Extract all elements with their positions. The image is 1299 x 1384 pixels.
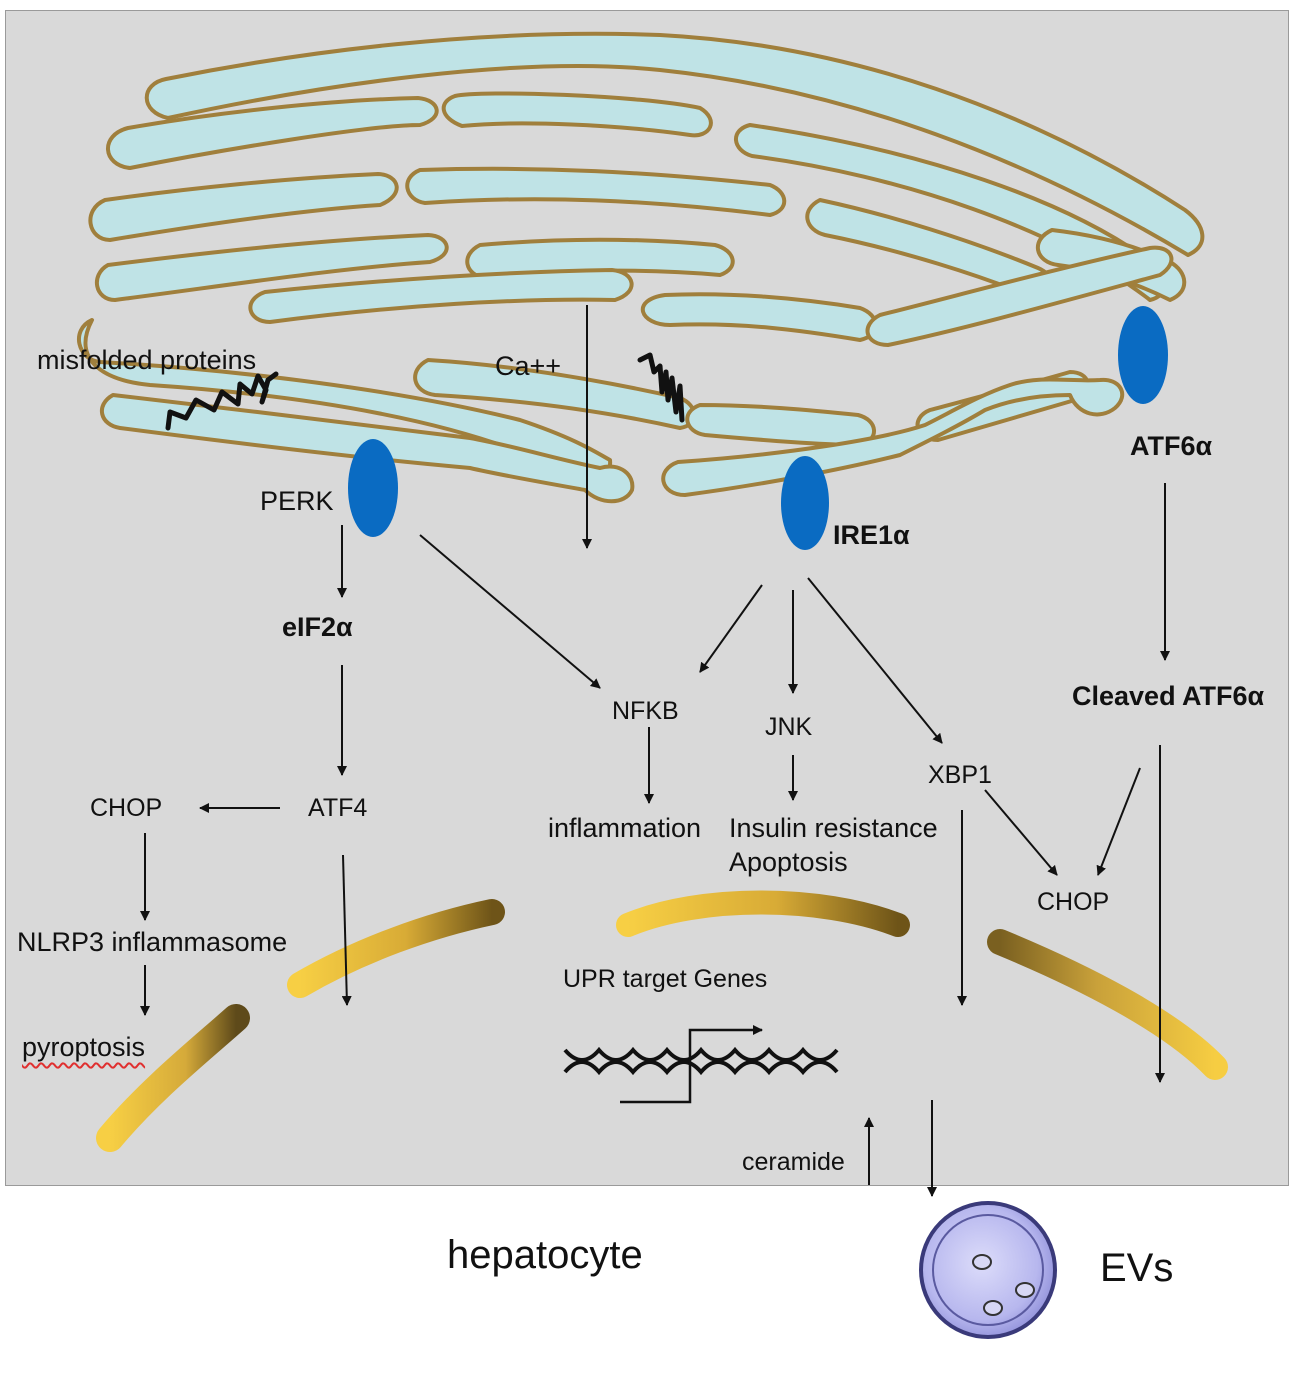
label-nlrp3-inflammasome: NLRP3 inflammasome [17,927,288,957]
endoplasmic-reticulum [77,31,1205,504]
label-ca: Ca++ [495,351,562,381]
label-xbp1: XBP1 [928,761,992,789]
label-perk: PERK [260,486,334,516]
label-nfkb: NFKB [612,697,679,725]
label-eif2a: eIF2α [282,612,353,642]
label-ceramide: ceramide [742,1148,845,1176]
receptor-perk-icon [348,439,398,537]
extracellular-vesicle-icon [919,1201,1057,1339]
label-upr-target-genes: UPR target Genes [563,965,768,993]
label-atf6a: ATF6α [1130,431,1213,461]
label-evs: EVs [1100,1246,1174,1290]
transcription-arrow [620,1025,763,1104]
label-insulin-resistance: Insulin resistance [729,813,938,843]
dna-icon [563,1046,839,1076]
label-atf4: ATF4 [308,794,368,822]
label-cleaved-atf6a: Cleaved ATF6α [1072,681,1265,711]
receptor-ire1-icon [781,456,829,550]
label-jnk: JNK [765,713,813,741]
label-apoptosis: Apoptosis [729,847,848,877]
label-pyroptosis: pyroptosis [22,1032,146,1062]
pathway-arrows [140,305,1170,1197]
misfolded-protein-icon [165,352,685,431]
label-chop-right: CHOP [1037,888,1110,916]
mitochondrion-icon [96,890,1228,1152]
label-inflammation: inflammation [548,813,702,843]
label-ire1a: IRE1α [833,520,910,550]
label-hepatocyte: hepatocyte [447,1233,643,1277]
label-chop-left: CHOP [90,794,163,822]
label-misfolded-proteins: misfolded proteins [37,345,257,375]
receptor-atf6-icon [1118,306,1168,404]
